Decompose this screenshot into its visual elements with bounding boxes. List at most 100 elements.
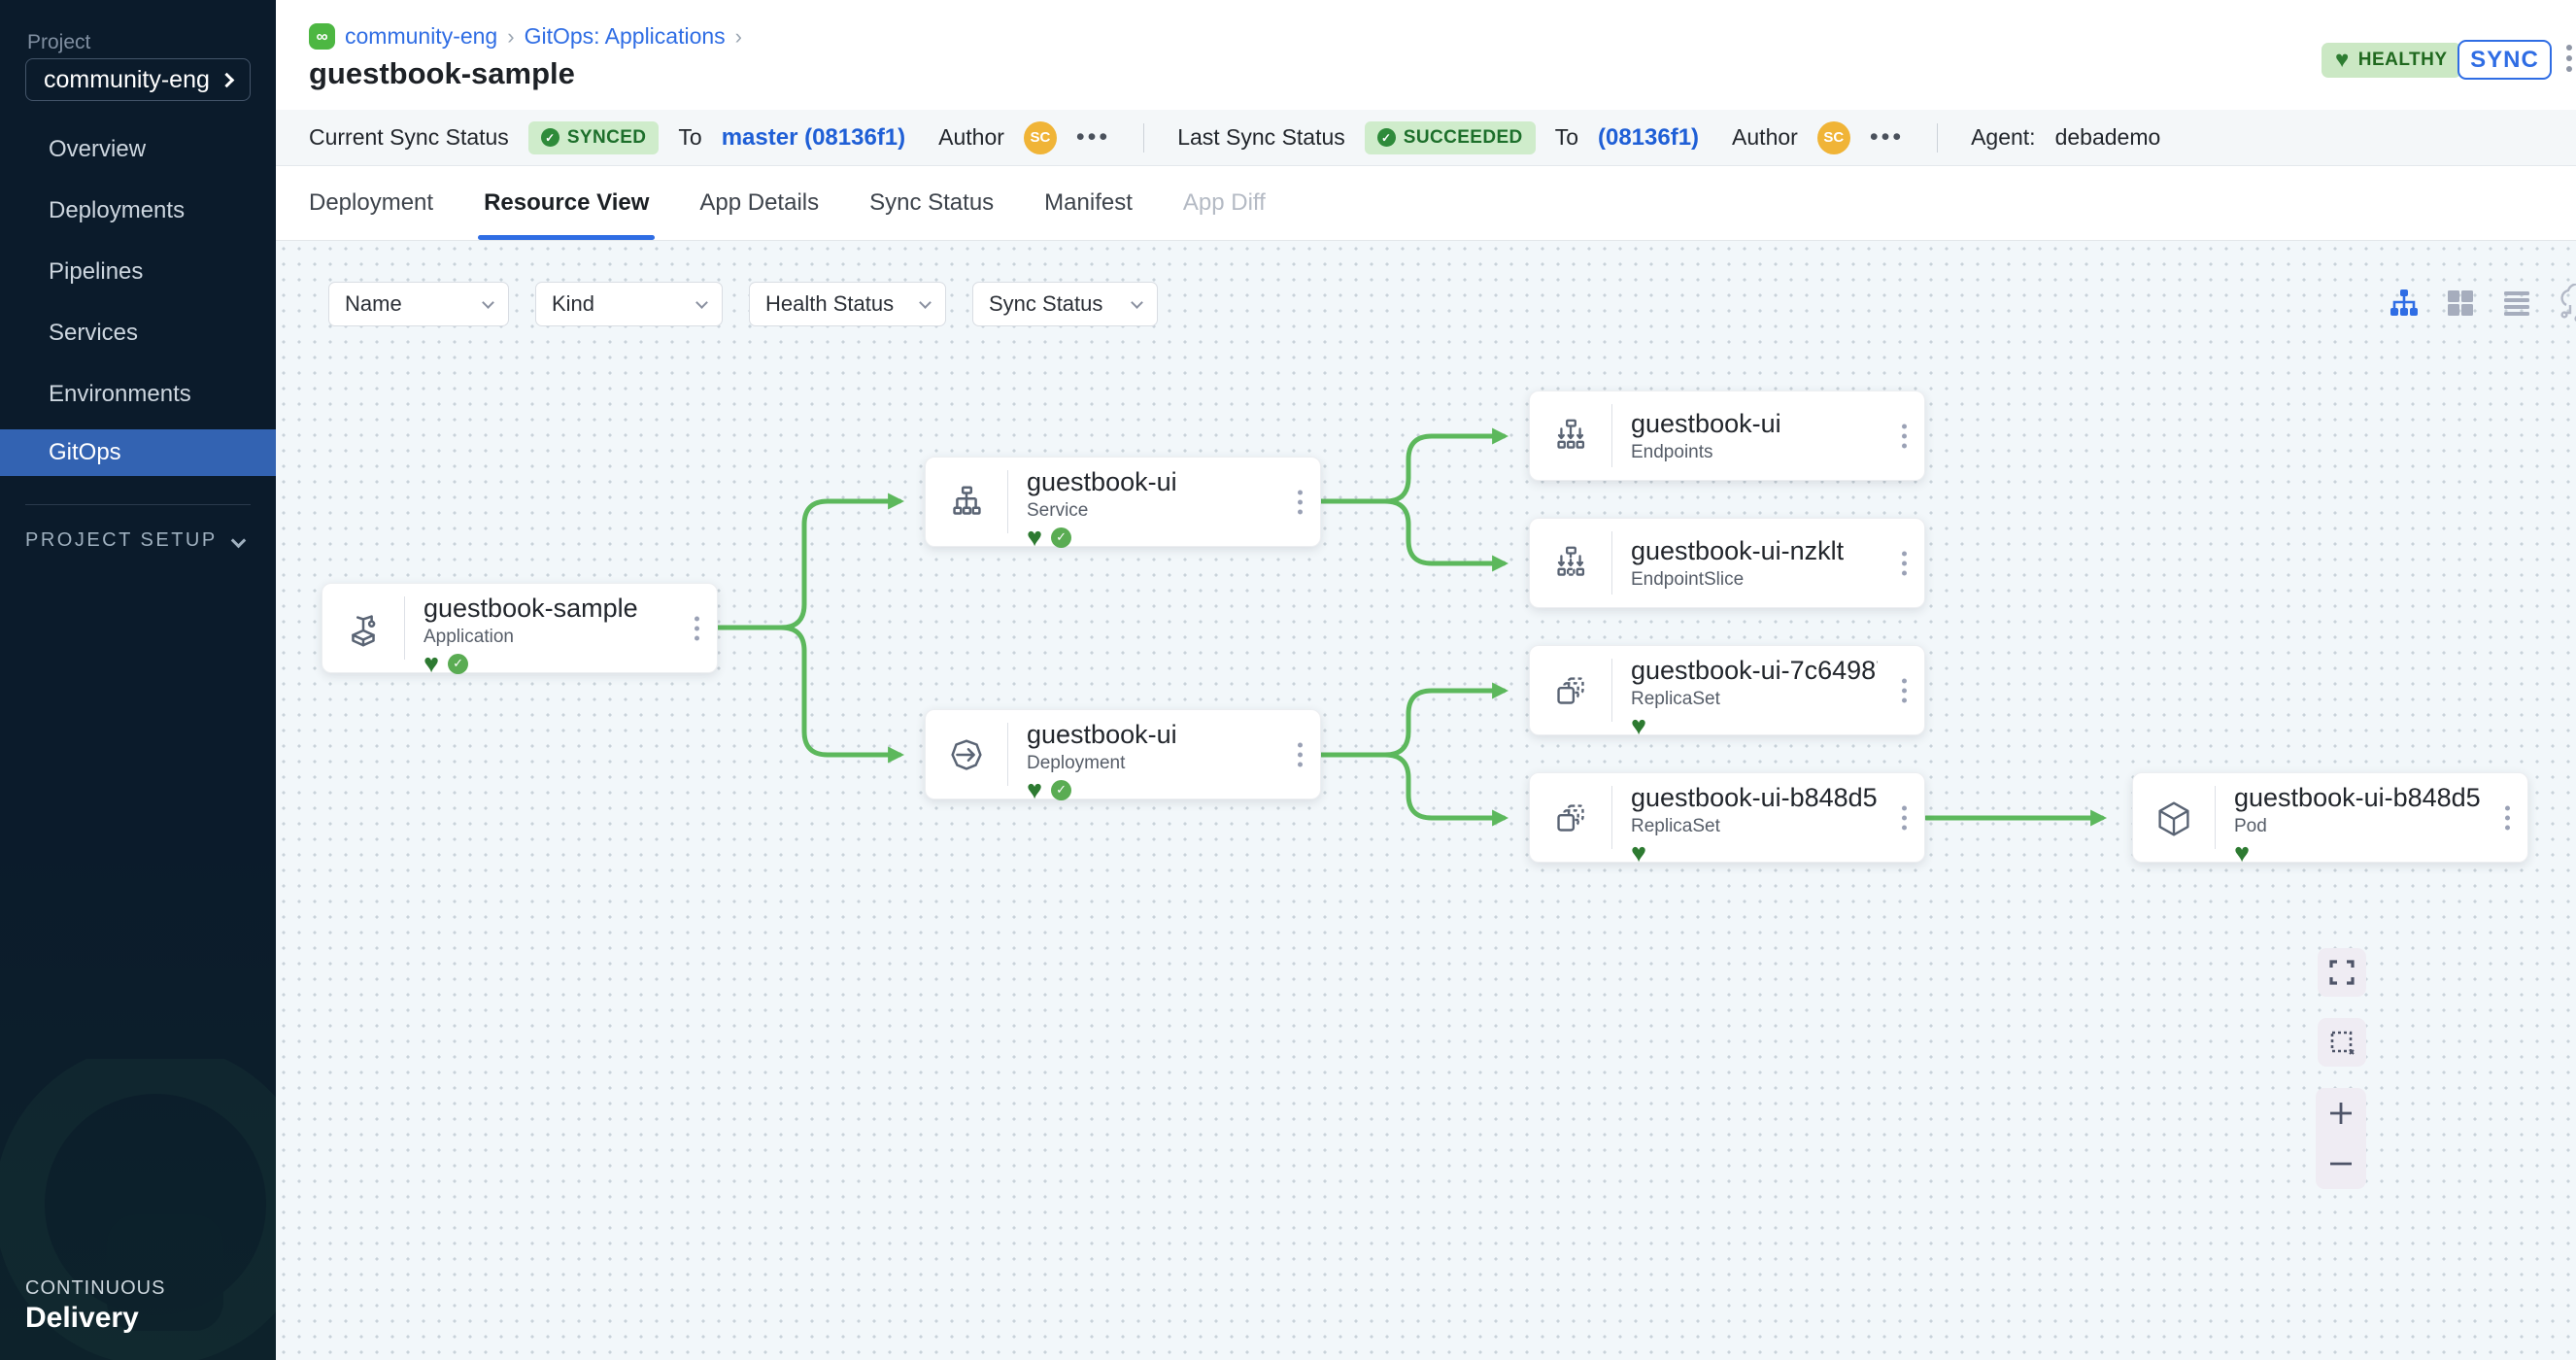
sidebar-item-environments[interactable]: Environments	[49, 381, 191, 407]
synced-badge: ✓ SYNCED	[527, 120, 660, 154]
node-endpointslice-guestbook-ui-nzklt[interactable]: guestbook-ui-nzklt EndpointSlice ♥ ✓	[1529, 518, 1925, 608]
node-deployment-guestbook-ui[interactable]: guestbook-ui Deployment ♥ ✓	[925, 709, 1321, 804]
node-kebab-icon[interactable]	[695, 616, 699, 640]
sidebar-item-deployments[interactable]: Deployments	[49, 197, 186, 223]
sidebar: Project community-eng Overview Deploymen…	[0, 0, 276, 1360]
project-setup-toggle[interactable]: PROJECT SETUP	[25, 529, 246, 552]
divider	[1937, 122, 1939, 153]
more-authors-icon[interactable]: •••	[1869, 123, 1905, 152]
node-title: guestbook-sample	[424, 594, 638, 623]
breadcrumb-project-link[interactable]: community-eng	[345, 23, 498, 49]
heart-icon: ♥	[1631, 711, 1647, 740]
node-kebab-icon[interactable]	[2505, 805, 2510, 830]
breadcrumb-separator: ›	[507, 23, 515, 49]
resource-edges	[715, 427, 2108, 827]
zoom-control	[2316, 1088, 2366, 1189]
node-application-guestbook-sample[interactable]: guestbook-sample Application ♥ ✓	[322, 583, 718, 678]
node-kebab-icon[interactable]	[1902, 805, 1907, 830]
author-label: Author	[1732, 124, 1798, 150]
node-endpoints-guestbook-ui[interactable]: guestbook-ui Endpoints ♥ ✓	[1529, 391, 1925, 481]
project-name: community-eng	[44, 65, 210, 93]
node-kind: Pod	[2234, 816, 2267, 836]
resource-tree-canvas[interactable]: Name Kind Health Status Sync Status gues…	[276, 241, 2576, 1360]
last-commit-link[interactable]: (08136f1)	[1597, 123, 1700, 151]
node-replicaset-guestbook-ui-7c64987dc9[interactable]: guestbook-ui-7c64987dc9 ReplicaSet ♥ ✓	[1529, 645, 1925, 740]
node-kind: Application	[424, 627, 514, 647]
chevron-down-icon	[919, 295, 932, 309]
synced-icon: ✓	[1051, 779, 1072, 800]
filter-sync-status[interactable]: Sync Status	[972, 282, 1158, 326]
page-header: ∞ community-eng › GitOps: Applications ›…	[276, 0, 2576, 110]
replicaset-icon	[1530, 646, 1611, 736]
node-title: guestbook-ui-7c64987dc9	[1631, 656, 1878, 685]
current-commit-link[interactable]: master (08136f1)	[721, 123, 906, 151]
to-label: To	[1554, 124, 1578, 150]
page-title: guestbook-sample	[309, 56, 575, 90]
service-icon	[926, 458, 1007, 548]
view-mode-toolbar	[2388, 283, 2576, 327]
node-title: guestbook-ui-nzklt	[1631, 536, 1845, 565]
node-kebab-icon[interactable]	[1298, 490, 1303, 514]
chevron-down-icon	[1131, 295, 1143, 309]
endpointslice-icon	[1530, 519, 1611, 609]
tab-app-diff: App Diff	[1182, 189, 1266, 216]
header-kebab-menu-icon[interactable]	[2566, 45, 2572, 72]
tab-resource-view[interactable]: Resource View	[478, 166, 656, 240]
breadcrumb-applications-link[interactable]: GitOps: Applications	[524, 23, 726, 49]
more-authors-icon[interactable]: •••	[1075, 123, 1111, 152]
grid-view-icon[interactable]	[2444, 287, 2477, 324]
chevron-down-icon	[482, 295, 494, 309]
health-status-badge: ♥ HEALTHY	[2322, 43, 2461, 78]
application-icon	[322, 584, 404, 674]
check-circle-icon: ✓	[540, 128, 559, 147]
node-kind: ReplicaSet	[1631, 689, 1720, 709]
filter-name[interactable]: Name	[328, 282, 509, 326]
node-kebab-icon[interactable]	[1902, 424, 1907, 448]
sidebar-item-overview[interactable]: Overview	[49, 136, 147, 162]
node-title: guestbook-ui	[1027, 467, 1177, 496]
node-service-guestbook-ui[interactable]: guestbook-ui Service ♥ ✓	[925, 457, 1321, 551]
cloud-network-view-icon[interactable]	[2557, 283, 2576, 327]
brand-line2: Delivery	[25, 1302, 139, 1334]
synced-icon: ✓	[1051, 527, 1072, 548]
node-pod-guestbook-ui-b848d5d9[interactable]: guestbook-ui-b848d5d9... Pod ♥ ✓	[2132, 772, 2528, 867]
to-label: To	[678, 124, 702, 150]
tab-app-details[interactable]: App Details	[699, 189, 820, 216]
tree-view-icon[interactable]	[2388, 287, 2421, 324]
author-avatar: SC	[1816, 120, 1850, 154]
tab-sync-status[interactable]: Sync Status	[869, 189, 995, 216]
node-title: guestbook-ui-b848d5d9...	[2234, 783, 2481, 812]
sidebar-item-services[interactable]: Services	[49, 320, 139, 346]
sidebar-item-gitops[interactable]: GitOps	[0, 429, 276, 476]
zoom-in-button[interactable]	[2316, 1088, 2366, 1139]
tab-manifest[interactable]: Manifest	[1044, 189, 1133, 216]
selection-zoom-button[interactable]	[2318, 1018, 2366, 1067]
node-kind: Endpoints	[1631, 442, 1713, 462]
node-kebab-icon[interactable]	[1902, 678, 1907, 702]
endpoints-icon	[1530, 391, 1611, 482]
project-selector[interactable]: community-eng	[25, 58, 251, 101]
filter-kind[interactable]: Kind	[535, 282, 723, 326]
sidebar-item-pipelines[interactable]: Pipelines	[49, 258, 144, 285]
node-replicaset-guestbook-ui-b848d5d9d[interactable]: guestbook-ui-b848d5d9d ReplicaSet ♥ ✓	[1529, 772, 1925, 867]
breadcrumb-separator: ›	[734, 23, 742, 49]
heart-icon: ♥	[1027, 775, 1043, 804]
deployment-icon	[926, 710, 1007, 800]
sync-status-strip: Current Sync Status ✓ SYNCED To master (…	[276, 110, 2576, 166]
node-kebab-icon[interactable]	[1902, 551, 1907, 575]
chevron-down-icon	[695, 295, 708, 309]
filter-health-status[interactable]: Health Status	[749, 282, 946, 326]
heart-icon: ♥	[424, 649, 440, 678]
list-view-icon[interactable]	[2500, 287, 2533, 324]
succeeded-badge: ✓ SUCCEEDED	[1364, 120, 1536, 154]
project-label: Project	[27, 31, 91, 53]
sync-button[interactable]: SYNC	[2457, 40, 2552, 80]
heart-icon: ♥	[2335, 47, 2350, 73]
node-kind: Deployment	[1027, 753, 1126, 773]
tab-deployment[interactable]: Deployment	[309, 189, 434, 216]
pod-icon	[2133, 773, 2215, 864]
fullscreen-button[interactable]	[2318, 948, 2366, 997]
zoom-out-button[interactable]	[2316, 1139, 2366, 1189]
agent-value: debademo	[2054, 124, 2161, 150]
node-kebab-icon[interactable]	[1298, 742, 1303, 766]
